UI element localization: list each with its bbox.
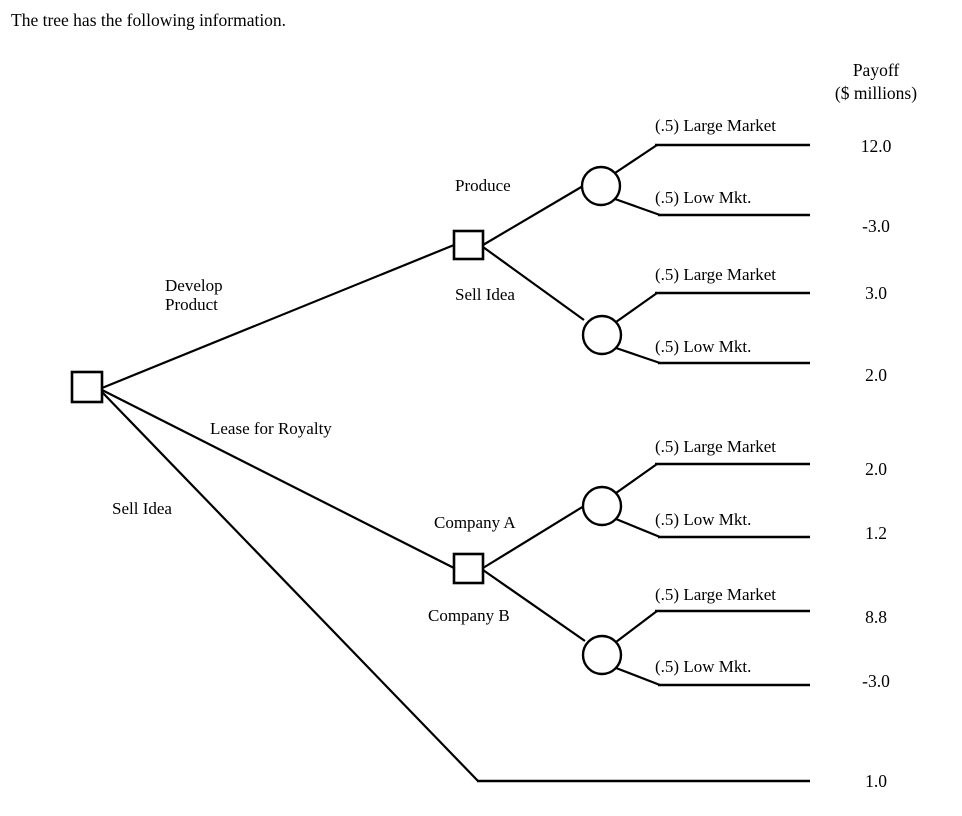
outcome-label-8: (.5) Low Mkt. bbox=[655, 657, 751, 676]
payoff-2: -3.0 bbox=[862, 216, 890, 236]
outcome-line-2-diagonal bbox=[614, 197, 661, 217]
branch-develop-product-label-line1: Develop bbox=[165, 276, 223, 295]
payoff-8: -3.0 bbox=[862, 671, 890, 691]
outcome-label-4: (.5) Low Mkt. bbox=[655, 337, 751, 356]
branch-lease-royalty-label: Lease for Royalty bbox=[210, 419, 332, 438]
branch-produce-line bbox=[482, 185, 584, 246]
payoff-6: 1.2 bbox=[865, 523, 887, 543]
outcome-label-2: (.5) Low Mkt. bbox=[655, 188, 751, 207]
branch-sell-idea-sub-line bbox=[482, 246, 585, 321]
payoff-header-line2: ($ millions) bbox=[835, 83, 917, 103]
branch-produce-label: Produce bbox=[455, 176, 511, 195]
root-decision-node[interactable] bbox=[70, 370, 104, 404]
outcome-label-6: (.5) Low Mkt. bbox=[655, 510, 751, 529]
branch-company-a-label: Company A bbox=[434, 513, 516, 532]
outcome-label-3: (.5) Large Market bbox=[655, 265, 776, 284]
payoff-5: 2.0 bbox=[865, 459, 887, 479]
intro-text: The tree has the following information. bbox=[11, 10, 287, 30]
branch-company-a-line bbox=[482, 505, 585, 569]
outcome-line-7-diagonal bbox=[615, 610, 658, 643]
payoff-4: 2.0 bbox=[865, 365, 887, 385]
branch-sell-idea-sub-label: Sell Idea bbox=[455, 285, 515, 304]
chance-node-produce[interactable] bbox=[580, 165, 622, 207]
chance-node-sell-idea[interactable] bbox=[581, 314, 623, 356]
decision-node-lease[interactable] bbox=[452, 552, 485, 585]
payoff-7: 8.8 bbox=[865, 607, 887, 627]
outcome-label-5: (.5) Large Market bbox=[655, 437, 776, 456]
payoff-sell-idea: 1.0 bbox=[865, 771, 887, 791]
payoff-3: 3.0 bbox=[865, 283, 887, 303]
chance-node-company-b[interactable] bbox=[581, 634, 623, 676]
outcome-label-1: (.5) Large Market bbox=[655, 116, 776, 135]
branch-develop-product-line bbox=[101, 243, 455, 390]
branch-company-b-label: Company B bbox=[428, 606, 510, 625]
outcome-line-1-diagonal bbox=[614, 144, 658, 174]
branch-develop-product-label-line2: Product bbox=[165, 295, 218, 314]
branch-company-b-line bbox=[482, 569, 586, 642]
outcome-line-8-diagonal bbox=[615, 666, 661, 687]
branch-sell-idea-line bbox=[101, 391, 479, 782]
outcome-line-3-diagonal bbox=[615, 292, 658, 323]
outcome-line-6-diagonal bbox=[615, 517, 661, 539]
decision-node-develop[interactable] bbox=[452, 229, 485, 261]
chance-node-company-a[interactable] bbox=[581, 485, 623, 527]
payoff-1: 12.0 bbox=[861, 136, 892, 156]
outcome-line-4-diagonal bbox=[615, 346, 661, 365]
outcome-line-5-diagonal bbox=[615, 463, 658, 494]
payoff-header-line1: Payoff bbox=[853, 60, 900, 80]
branch-lease-royalty-line bbox=[101, 389, 455, 569]
outcome-label-7: (.5) Large Market bbox=[655, 585, 776, 604]
branch-sell-idea-label: Sell Idea bbox=[112, 499, 172, 518]
